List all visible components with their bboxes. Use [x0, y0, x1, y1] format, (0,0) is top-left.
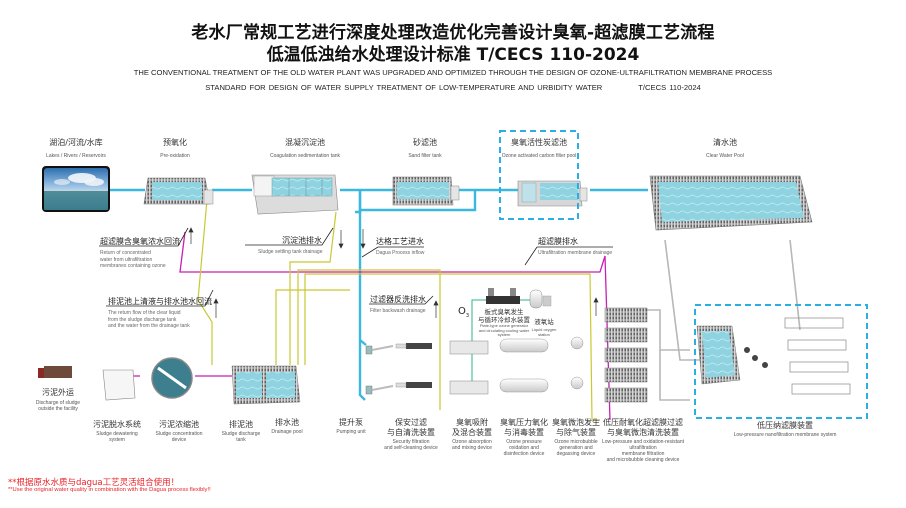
train-row-1 — [365, 336, 584, 355]
stage-label-coagulation: 混凝沉淀池 Coagulation sedimentation tank — [269, 138, 341, 159]
note-filter-backwash: 过滤器反洗排水 Filter backwash drainage — [370, 295, 426, 314]
stage-label-clear-water: 清水池 Clear Water Pool — [706, 138, 744, 159]
label-ultrafiltration-device: 低压耐氧化超滤膜过滤 与臭氧微泡清洗装置 Low-pressure and ox… — [602, 418, 684, 463]
lake-photo — [42, 166, 110, 212]
title-cn-line2: 低温低浊给水处理设计标准 T/CECS 110-2024 — [266, 45, 640, 65]
stage-label-preoxidation: 预氧化 Pre-oxidation — [160, 138, 190, 159]
sand-filter-tank — [392, 176, 460, 206]
ultrafiltration-racks — [604, 307, 648, 403]
sludge-thickener — [151, 357, 193, 399]
label-liquid-oxygen: 液氧站 Liquid oxygen station — [531, 318, 557, 337]
note-uf-drainage: 超滤膜排水 Ultrafiltration membrane drainage — [538, 237, 613, 256]
highlight-box-ozone-carbon — [499, 130, 579, 220]
ozone-treatment-trains — [365, 336, 584, 395]
label-ozone-generator: 板式臭氧发生 与循环冷却水装置 Plate-type ozone generat… — [478, 308, 530, 338]
liquid-oxygen-station — [529, 289, 552, 309]
label-ozone-microbubble: 臭氧微泡发生 与除气装置 Ozone microbubble generatio… — [552, 418, 600, 457]
note-supernatant-return: 排泥池上清液与排水池水回流 The return flow of the cle… — [108, 297, 212, 329]
flow-arrows — [188, 227, 599, 318]
sludge-truck — [38, 366, 72, 378]
pre-oxidation-tank — [143, 177, 214, 205]
highlight-box-nanofiltration — [694, 304, 868, 419]
ozone-generator — [486, 288, 520, 304]
title-en-line2: STANDARD FOR DESIGN OF WATER SUPPLY TREA… — [0, 83, 906, 92]
coagulation-tank — [251, 174, 339, 215]
stage-label-source: 湖泊/河流/水库 Lakes / Rivers / Reservoirs — [46, 138, 106, 159]
footnote-cn: **根据原水水质与dagua工艺灵活组合使用！ — [8, 478, 180, 488]
label-sludge-discharge: 排泥池 Sludge discharge tank — [221, 420, 261, 443]
footnote-en: **Use the original water quality in comb… — [8, 487, 211, 493]
ozone-feed-line — [471, 299, 530, 384]
label-sludge-concentration: 污泥浓缩池 Sludge concentration device — [155, 420, 203, 443]
ozone-symbol: O3 — [458, 306, 470, 319]
ozone-carbon-filter — [517, 180, 588, 207]
standard-code: T/CECS 110-2024 — [638, 83, 701, 92]
label-ozone-absorption: 臭氧吸附 及混合装置 Ozone absorption and mixing d… — [451, 418, 493, 451]
note-uf-concentrate-return: 超滤膜含臭氧浓水回流 Return of concentrated water … — [100, 237, 180, 269]
label-sludge-outside: 污泥外运 Discharge of sludge outside the fac… — [35, 388, 81, 412]
label-sludge-dewatering: 污泥脱水系统 Sludge dewatering system — [93, 420, 141, 443]
title-en-line1: THE CONVENTIONAL TREATMENT OF THE OLD WA… — [133, 68, 773, 77]
sludge-dewatering-unit — [102, 369, 136, 401]
note-sedimentation-drainage: 沉淀池排水 Sludge settling tank drainage — [258, 236, 323, 255]
nanofiltration-system — [696, 317, 851, 395]
stage-label-ozone-carbon: 臭氧活性炭滤池 Ozone activated carbon filter po… — [501, 138, 577, 159]
train-row-2 — [365, 376, 584, 395]
sludge-drain-pools — [231, 365, 301, 405]
return-flow-lines — [197, 199, 600, 421]
label-drainage-pool: 排水池 Drainage pool — [271, 418, 303, 435]
label-nanofiltration: 低压纳滤膜装置 Low-pressure nanofiltration memb… — [733, 421, 837, 438]
label-pumping-unit: 提升泵 Pumping unit — [336, 418, 366, 435]
stage-label-sand-filter: 砂滤池 Sand filter tank — [408, 138, 442, 159]
note-dagua-inflow: 达格工艺进水 Dagua Process inflow — [376, 237, 425, 256]
label-ozone-pressure-oxidation: 臭氧压力氧化 与消毒装置 Ozone pressure oxidation an… — [500, 418, 548, 457]
clear-water-pool — [649, 175, 813, 231]
note-leader-lines — [99, 227, 613, 307]
label-security-filtration: 保安过滤 与自清洗装置 Security filtration and self… — [384, 418, 438, 451]
title-en-standard: STANDARD FOR DESIGN OF WATER SUPPLY TREA… — [205, 83, 603, 92]
title-cn-line1: 老水厂常规工艺进行深度处理改造优化完善设计臭氧-超滤膜工艺流程 — [191, 23, 715, 43]
